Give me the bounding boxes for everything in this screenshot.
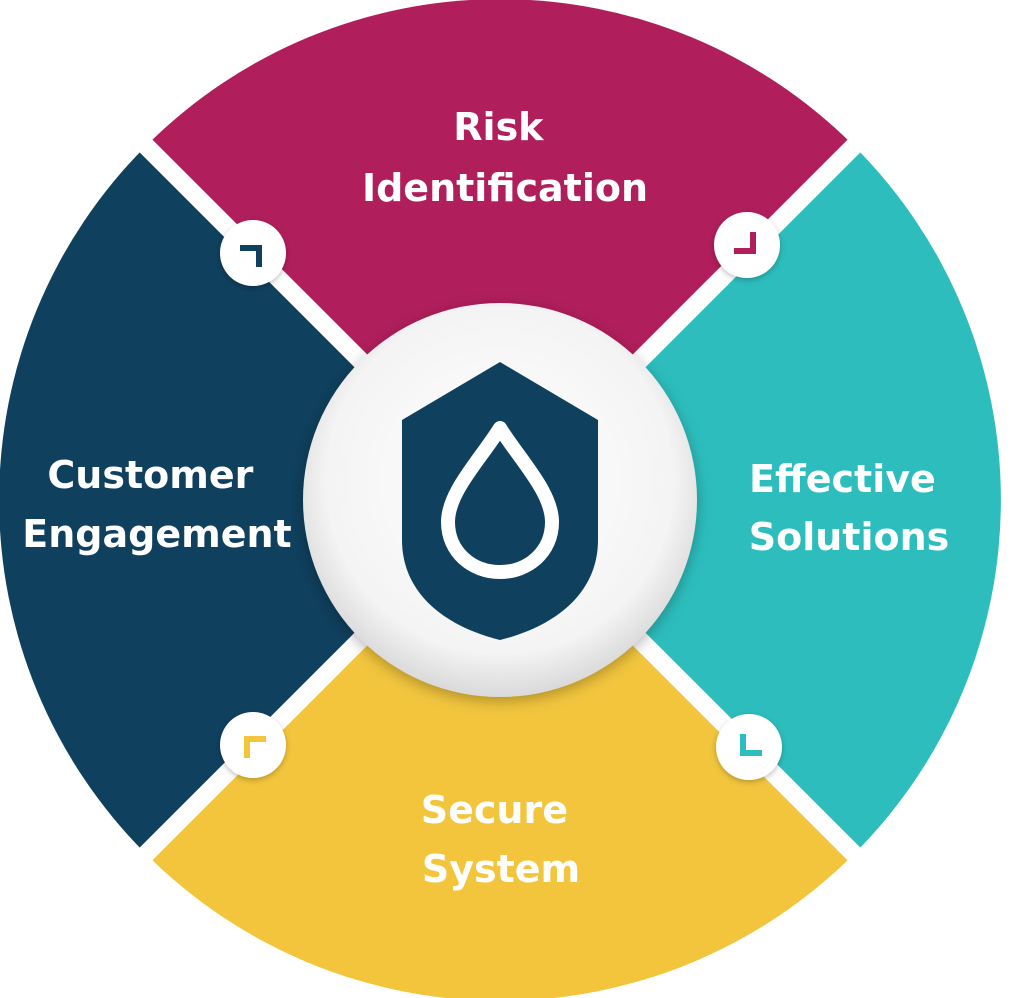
- labels: Risk Identification Effective Solutions …: [22, 105, 949, 891]
- connector-bottom-left: [220, 712, 286, 778]
- segments: [0, 0, 1001, 998]
- label-effective-solutions: Effective Solutions: [749, 457, 950, 559]
- water-drop-icon: [441, 421, 559, 579]
- shield-icon: [402, 362, 598, 640]
- segment-risk-identification: [146, 0, 854, 500]
- label-secure-system: Secure System: [421, 788, 581, 891]
- connector-bottom-right: [716, 714, 782, 780]
- center-hub: [303, 303, 697, 697]
- label-customer-engagement: Customer Engagement: [22, 453, 291, 556]
- connector-top-left: [220, 220, 286, 286]
- segment-effective-solutions: [500, 146, 1001, 854]
- chevron-icon: [244, 736, 266, 758]
- label-risk-identification: Risk Identification: [362, 105, 648, 210]
- segment-secure-system: [146, 500, 854, 998]
- chevron-icon: [740, 734, 762, 756]
- connector-top-right: [714, 212, 780, 278]
- chevron-icon: [240, 245, 262, 267]
- chevron-icon: [734, 232, 756, 254]
- segment-customer-engagement: [0, 146, 500, 854]
- connectors: [220, 212, 782, 780]
